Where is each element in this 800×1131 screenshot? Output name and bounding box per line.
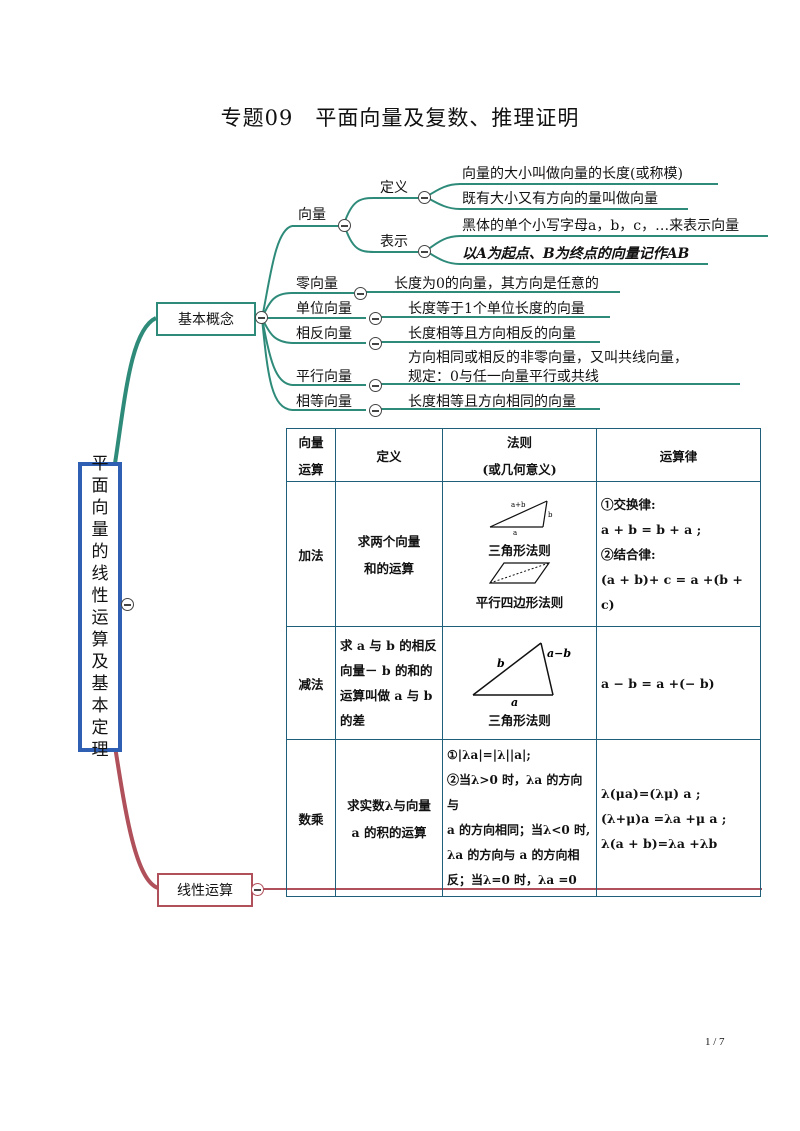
definition-item: 既有大小又有方向的量叫做向量 <box>462 191 658 207</box>
collapse-icon[interactable] <box>255 311 268 324</box>
root-topic: 平面向 量的线 性运算 及基本 定理 <box>78 454 122 760</box>
collapse-icon[interactable] <box>338 219 351 232</box>
definition-item: 向量的大小叫做向量的长度(或称模) <box>462 166 683 182</box>
rule-caption: 三角形法则 <box>488 543 551 558</box>
concept-desc: 长度为0的向量，其方向是任意的 <box>394 276 599 292</box>
op-definition: 求 a 与 b 的相反 向量－ b 的和的 运算叫做 a 与 b 的差 <box>335 626 443 740</box>
svg-text:a: a <box>511 696 518 707</box>
vector-operations-table: 向量运算 定义 法则(或几何意义) 运算律 加法 求两个向量和的运算 a+b b… <box>286 428 761 897</box>
collapse-icon[interactable] <box>418 245 431 258</box>
header-cell: 定义 <box>335 428 443 482</box>
branch-basic-concepts[interactable]: 基本概念 <box>156 302 256 336</box>
op-laws: a − b = a +(− b) <box>596 626 761 740</box>
rule-caption: 三角形法则 <box>488 713 551 728</box>
representation-label: 表示 <box>380 234 408 250</box>
op-laws: ①交换律: a + b = b + a ; ②结合律: (a + b)+ c =… <box>596 481 761 627</box>
branch-linear-ops[interactable]: 线性运算 <box>157 873 253 907</box>
op-rule: b a−b a 三角形法则 <box>442 626 597 740</box>
concept-name: 相等向量 <box>296 394 352 410</box>
svg-text:b: b <box>548 511 553 519</box>
concept-name: 相反向量 <box>296 326 352 342</box>
representation-item: 以A为起点、B为终点的向量记作AB <box>462 246 690 262</box>
page-title: 专题09 平面向量及复数、推理证明 <box>220 106 580 130</box>
concept-name: 平行向量 <box>296 369 352 385</box>
op-rule: ①|λa|=|λ||a|; ②当λ>0 时，λa 的方向与 a 的方向相同；当λ… <box>442 739 597 897</box>
collapse-icon[interactable] <box>369 337 382 350</box>
collapse-icon[interactable] <box>418 191 431 204</box>
header-cell: 运算律 <box>596 428 761 482</box>
branch-basic-label: 基本概念 <box>178 312 234 328</box>
table-row: 减法 求 a 与 b 的相反 向量－ b 的和的 运算叫做 a 与 b 的差 b… <box>286 626 761 740</box>
op-name: 数乘 <box>286 739 336 897</box>
svg-text:a+b: a+b <box>511 501 526 509</box>
page-number: 1 / 7 <box>705 1036 725 1048</box>
concept-desc: 长度等于1个单位长度的向量 <box>408 301 585 317</box>
concept-name: 单位向量 <box>296 301 352 317</box>
table-header-row: 向量运算 定义 法则(或几何意义) 运算律 <box>286 428 761 482</box>
op-name: 加法 <box>286 481 336 627</box>
header-cell: 向量运算 <box>286 428 336 482</box>
vector-label: 向量 <box>298 207 326 223</box>
svg-text:a: a <box>513 529 517 537</box>
collapse-icon[interactable] <box>369 379 382 392</box>
concept-desc: 长度相等且方向相反的向量 <box>408 326 576 342</box>
representation-item: 黑体的单个小写字母a，b，c，…来表示向量 <box>462 218 740 234</box>
header-cell: 法则(或几何意义) <box>442 428 597 482</box>
op-rule: a+b b a 三角形法则 平行四边形法则 <box>442 481 597 627</box>
svg-text:a−b: a−b <box>547 647 571 660</box>
op-name: 减法 <box>286 626 336 740</box>
collapse-icon[interactable] <box>369 312 382 325</box>
concept-desc: 长度相等且方向相同的向量 <box>408 394 576 410</box>
op-laws: λ(μa)=(λμ) a ; (λ+μ)a =λa +μ a ; λ(a + b… <box>596 739 761 897</box>
svg-text:b: b <box>497 657 505 670</box>
definition-label: 定义 <box>380 180 408 196</box>
subtraction-triangle-diagram: b a−b a <box>472 642 571 709</box>
concept-desc-2: 规定：0与任一向量平行或共线 <box>408 369 599 385</box>
collapse-icon[interactable] <box>121 598 134 611</box>
collapse-icon[interactable] <box>251 883 264 896</box>
op-definition: 求两个向量和的运算 <box>335 481 443 627</box>
branch-linear-label: 线性运算 <box>177 883 233 899</box>
concept-desc: 方向相同或相反的非零向量，又叫共线向量， <box>408 350 688 366</box>
rule-caption: 平行四边形法则 <box>475 595 564 610</box>
concept-name: 零向量 <box>296 276 338 292</box>
parallelogram-rule-diagram <box>488 562 550 584</box>
triangle-rule-diagram: a+b b a <box>489 500 553 537</box>
collapse-icon[interactable] <box>354 287 367 300</box>
table-row: 加法 求两个向量和的运算 a+b b a 三角形法则 平行四边形法则 ①交换律:… <box>286 481 761 627</box>
collapse-icon[interactable] <box>369 404 382 417</box>
